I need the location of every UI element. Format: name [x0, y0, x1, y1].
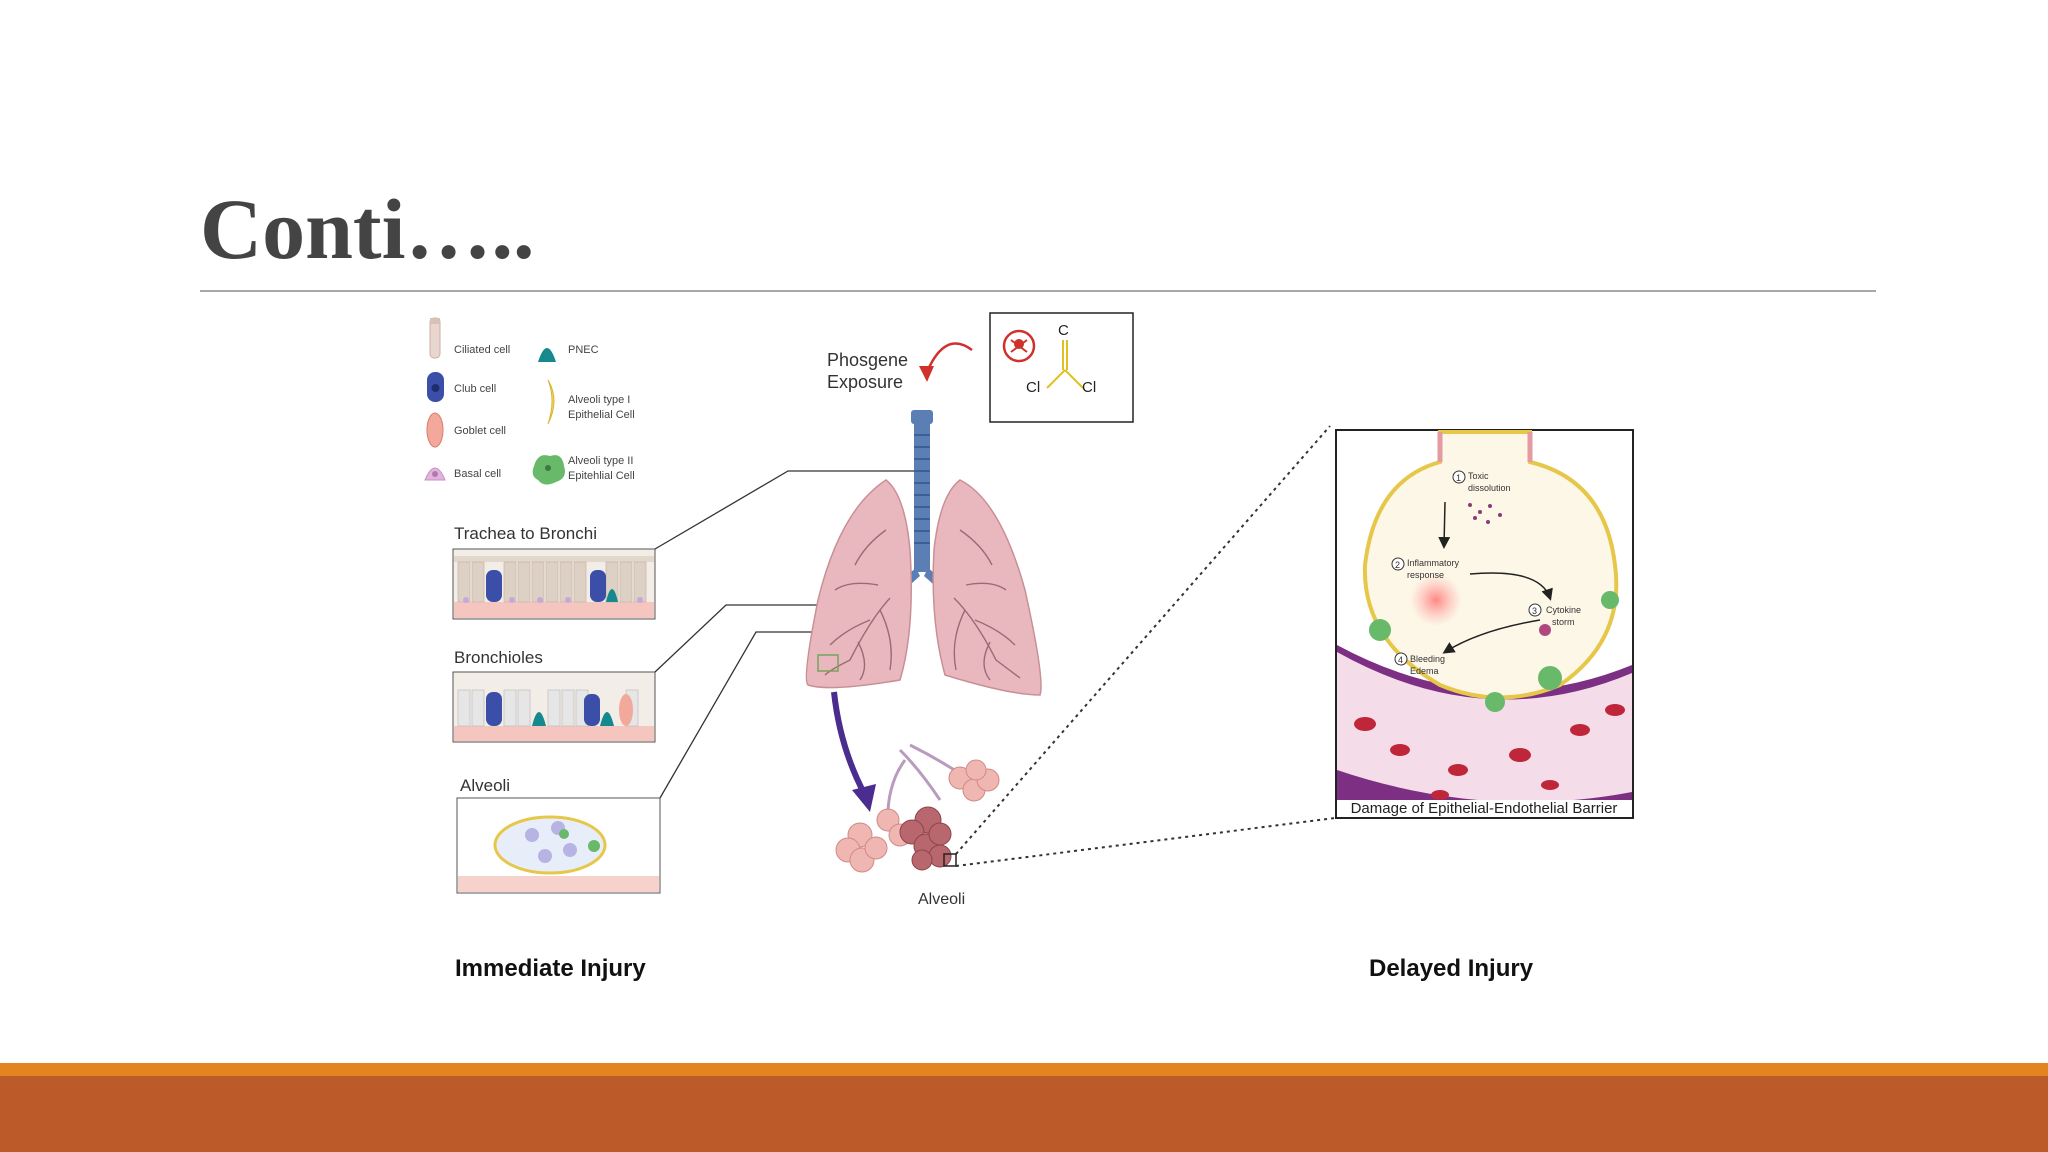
legend-label-pnec: PNEC	[568, 344, 599, 356]
footer-accent-stripe	[0, 1063, 2048, 1076]
exposure-arrowhead	[919, 366, 934, 382]
molecule-chlorine-left: Cl	[1026, 379, 1040, 396]
section-label-delayed: Delayed Injury	[1369, 955, 1534, 982]
section-label-immediate: Immediate Injury	[455, 955, 646, 982]
alveoli-region-marker	[817, 654, 839, 672]
toxic-hazard-icon	[1002, 329, 1036, 363]
type2-cells	[1369, 591, 1619, 712]
slide-title: Conti…..	[200, 181, 535, 277]
title-divider	[200, 290, 1876, 292]
figure-svg: Ciliated cell Club cell Goblet cell Basa…	[424, 312, 1634, 982]
legend-label-type2-line2: Epitehlial Cell	[568, 470, 635, 482]
legend-label-type2: Alveoli type II	[568, 455, 633, 467]
exposure-arrow	[925, 342, 973, 373]
pnec-icon	[538, 348, 556, 362]
step-label-1: Toxic	[1468, 471, 1489, 481]
step-label-3-line2: storm	[1552, 617, 1575, 627]
zoom-dotted-lines	[955, 425, 1336, 867]
alveoli-tissue-panel	[456, 797, 661, 894]
trachea-tissue-panel	[452, 548, 656, 620]
inflammation-glow	[1410, 574, 1462, 626]
panel-label-alveoli: Alveoli	[460, 776, 510, 795]
alveoli-type2-icon	[532, 455, 565, 485]
toxic-particles	[1468, 503, 1502, 524]
phosgene-injury-figure: Ciliated cell Club cell Goblet cell Basa…	[400, 300, 1700, 1070]
step-label-4-line2: Edema	[1410, 666, 1439, 676]
legend-label-basal: Basal cell	[454, 468, 501, 480]
step-number-4: 4	[1398, 655, 1403, 665]
inset-caption: Damage of Epithelial-Endothelial Barrier	[1351, 800, 1618, 817]
step-label-2-line2: response	[1407, 570, 1444, 580]
exposure-label-line2: Exposure	[827, 372, 903, 392]
legend-label-type1-line2: Epithelial Cell	[568, 409, 635, 421]
legend-label-club: Club cell	[454, 383, 496, 395]
step-label-3: Cytokine	[1546, 605, 1581, 615]
legend-label-goblet: Goblet cell	[454, 425, 506, 437]
alveoli-type1-icon	[547, 379, 555, 425]
alveoli-cluster-illustration	[835, 743, 1000, 873]
footer-bar	[0, 1076, 2048, 1152]
exposure-label-line1: Phosgene	[827, 350, 908, 370]
step-label-1-line2: dissolution	[1468, 483, 1511, 493]
lungs-illustration	[805, 410, 1042, 696]
goblet-cell-icon	[426, 412, 444, 448]
step-number-1: 1	[1456, 473, 1461, 483]
molecule-carbon: C	[1058, 322, 1069, 339]
red-blood-cells	[1354, 704, 1625, 800]
ciliated-cell-icon	[429, 317, 441, 359]
alveoli-caption: Alveoli	[918, 891, 965, 908]
zoom-box-marker	[943, 853, 957, 867]
step-label-2: Inflammatory	[1407, 558, 1460, 568]
panel-label-trachea: Trachea to Bronchi	[454, 524, 597, 543]
step-number-2: 2	[1395, 560, 1400, 570]
step-number-3: 3	[1532, 606, 1537, 616]
molecule-chlorine-right: Cl	[1082, 379, 1096, 396]
bronchioles-tissue-panel	[452, 671, 656, 743]
step-label-4: Bleeding	[1410, 654, 1445, 664]
zoom-arrowhead	[852, 784, 876, 812]
cell-legend: Ciliated cell Club cell Goblet cell Basa…	[424, 317, 635, 485]
basal-cell-icon	[424, 467, 446, 481]
legend-label-ciliated: Ciliated cell	[454, 344, 510, 356]
panel-label-bronchioles: Bronchioles	[454, 648, 543, 667]
delayed-injury-inset: 1 Toxic dissolution 2 Inflammatory respo…	[1335, 429, 1634, 819]
legend-label-type1: Alveoli type I	[568, 394, 630, 406]
zoom-arrow	[831, 691, 868, 797]
phosgene-molecule-box: C Cl Cl	[989, 312, 1134, 423]
club-cell-icon	[427, 372, 444, 402]
cytokine-cell	[1539, 624, 1551, 636]
